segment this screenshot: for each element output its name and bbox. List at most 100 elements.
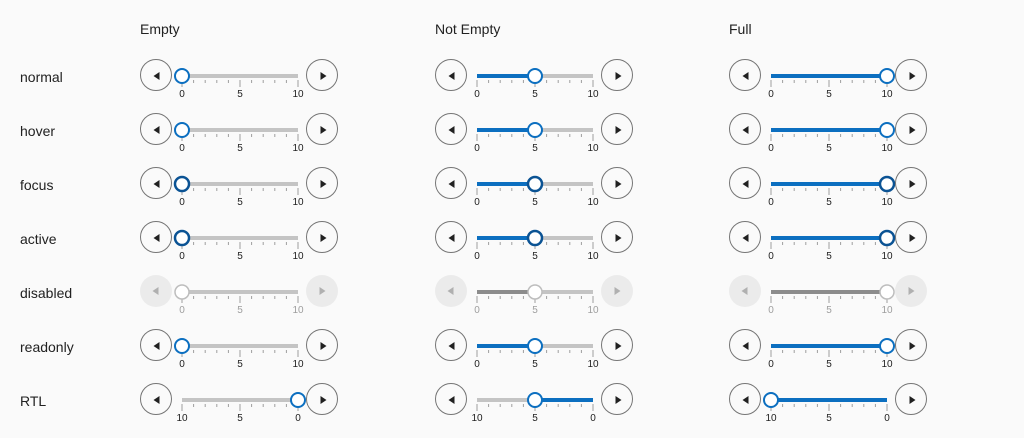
- caret-right-icon: [909, 180, 916, 188]
- decrement-button[interactable]: [435, 113, 467, 145]
- caret-right-icon: [909, 234, 916, 242]
- caret-right-icon: [320, 72, 327, 80]
- decrement-button[interactable]: [435, 59, 467, 91]
- increment-button[interactable]: [895, 167, 927, 199]
- increment-button[interactable]: [306, 329, 338, 361]
- slider-thumb: [527, 284, 543, 300]
- increment-button[interactable]: [601, 59, 633, 91]
- decrement-button[interactable]: [435, 221, 467, 253]
- decrement-button[interactable]: [729, 383, 761, 415]
- decrement-button[interactable]: [140, 329, 172, 361]
- caret-right-icon: [615, 342, 622, 350]
- decrement-button[interactable]: [729, 59, 761, 91]
- increment-button[interactable]: [895, 113, 927, 145]
- caret-left-icon: [153, 126, 160, 134]
- row-label-disabled: disabled: [20, 285, 73, 301]
- caret-left-icon: [448, 396, 455, 404]
- tick-label: 10: [587, 197, 599, 208]
- caret-left-icon: [448, 72, 455, 80]
- decrement-button[interactable]: [140, 167, 172, 199]
- increment-button[interactable]: [306, 383, 338, 415]
- increment-button[interactable]: [895, 221, 927, 253]
- increment-button[interactable]: [895, 59, 927, 91]
- decrement-button[interactable]: [435, 329, 467, 361]
- slider-thumb: [878, 229, 896, 247]
- decrement-button[interactable]: [140, 113, 172, 145]
- decrement-button[interactable]: [435, 383, 467, 415]
- increment-button[interactable]: [306, 59, 338, 91]
- column-header-not-empty: Not Empty: [435, 21, 501, 37]
- decrement-button[interactable]: [729, 167, 761, 199]
- decrement-button[interactable]: [729, 221, 761, 253]
- increment-button[interactable]: [306, 167, 338, 199]
- decrement-button[interactable]: [729, 113, 761, 145]
- increment-button[interactable]: [601, 329, 633, 361]
- increment-button[interactable]: [306, 113, 338, 145]
- decrement-button[interactable]: [729, 329, 761, 361]
- decrement-button[interactable]: [140, 221, 172, 253]
- caret-left-icon: [153, 180, 160, 188]
- decrement-button[interactable]: [435, 167, 467, 199]
- increment-button[interactable]: [601, 221, 633, 253]
- increment-button[interactable]: [895, 383, 927, 415]
- decrement-button[interactable]: [140, 383, 172, 415]
- slider-thumb: [763, 392, 779, 408]
- increment-button[interactable]: [601, 383, 633, 415]
- slider-thumb: [527, 338, 543, 354]
- caret-left-icon: [742, 72, 749, 80]
- caret-left-icon: [447, 287, 454, 295]
- slider-thumb: [879, 122, 895, 138]
- caret-left-icon: [448, 180, 455, 188]
- decrement-button[interactable]: [140, 59, 172, 91]
- tick-label: 0: [179, 251, 185, 262]
- increment-button[interactable]: [306, 221, 338, 253]
- slider-thumb: [174, 338, 190, 354]
- tick-label: 10: [292, 251, 304, 262]
- slider-thumb: [174, 284, 190, 300]
- increment-button[interactable]: [601, 113, 633, 145]
- increment-button[interactable]: [895, 329, 927, 361]
- slider-track: [174, 122, 299, 141]
- increment-button[interactable]: [601, 167, 633, 199]
- tick-label: 10: [587, 143, 599, 154]
- row-label-hover: hover: [20, 123, 56, 139]
- slider-track: [476, 175, 594, 195]
